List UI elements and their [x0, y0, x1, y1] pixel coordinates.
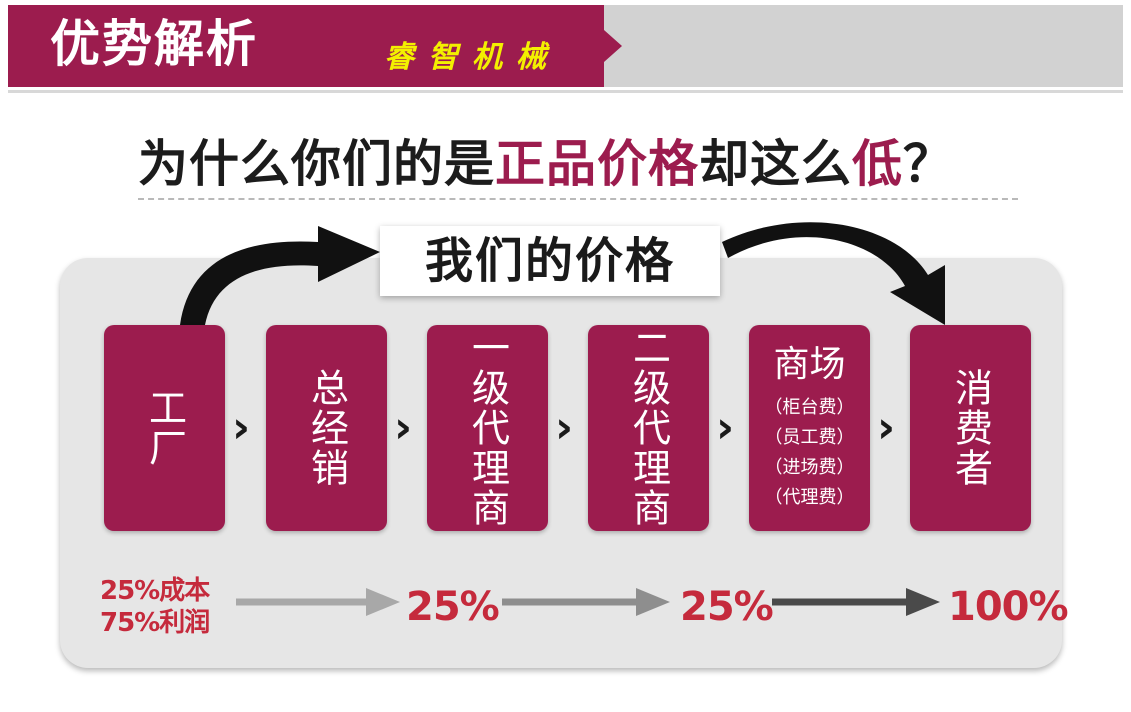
flow-box-consumer: 消费者 — [910, 325, 1031, 531]
page-title: 优势解析 — [50, 15, 258, 73]
flow-box-first-agent: 一级代理商 — [427, 325, 548, 531]
left-curved-arrow-icon — [180, 226, 380, 325]
chevron-right-icon: › — [555, 402, 574, 453]
headline-question: 为什么你们的是正品价格却这么低？ — [138, 132, 1018, 196]
flow-box-factory: 工厂 — [104, 325, 225, 531]
header-notch — [604, 30, 622, 62]
markup-arrow-1-head — [366, 588, 400, 616]
headline-highlight1: 正品价格 — [495, 135, 699, 193]
headline-highlight2: 低 — [852, 135, 903, 193]
cost-profit-note: 25%成本 75%利润 — [100, 575, 240, 639]
flow-label-mall: 商场 — [773, 344, 846, 385]
headline-part3: ？ — [903, 135, 954, 193]
flow-box-second-agent: 二级代理商 — [588, 325, 709, 531]
markup-percent-2: 25% — [680, 584, 774, 630]
headline-part1: 为什么你们的是 — [138, 135, 495, 193]
headline-divider — [138, 198, 1018, 200]
flow-box-general-distributor: 总经销 — [266, 325, 387, 531]
flow-box-mall: 商场 （柜台费） （员工费） （进场费） （代理费） — [749, 325, 870, 531]
flow-label-consumer: 消费者 — [948, 368, 993, 488]
mall-fee-agent: （代理费） — [764, 487, 855, 508]
header-divider — [8, 90, 1123, 93]
markup-percent-1: 25% — [406, 584, 500, 630]
header-title-block — [8, 5, 604, 87]
flow-label-general-distributor: 总经销 — [304, 368, 349, 488]
brand-subtitle: 睿智机械 — [384, 40, 560, 75]
mall-fee-entry: （进场费） — [764, 457, 855, 478]
chevron-right-icon: › — [877, 402, 896, 453]
flow-label-first-agent: 一级代理商 — [465, 328, 510, 528]
profit-line: 75%利润 — [100, 608, 210, 638]
our-price-label: 我们的价格 — [380, 226, 720, 296]
mall-fee-staff: （员工费） — [764, 427, 855, 448]
chevron-right-icon: › — [394, 402, 413, 453]
right-curved-arrow-icon — [722, 222, 945, 325]
chevron-right-icon: › — [716, 402, 735, 453]
headline-part2: 却这么 — [699, 135, 852, 193]
markup-arrow-2-head — [636, 588, 670, 616]
flow-label-factory: 工厂 — [142, 388, 187, 468]
cost-line: 25%成本 — [100, 576, 210, 606]
flow-label-second-agent: 二级代理商 — [626, 328, 671, 528]
chevron-right-icon: › — [232, 402, 251, 453]
markup-percent-3: 100% — [948, 584, 1069, 630]
markup-arrow-3-head — [906, 588, 940, 616]
mall-fee-counter: （柜台费） — [764, 397, 855, 418]
